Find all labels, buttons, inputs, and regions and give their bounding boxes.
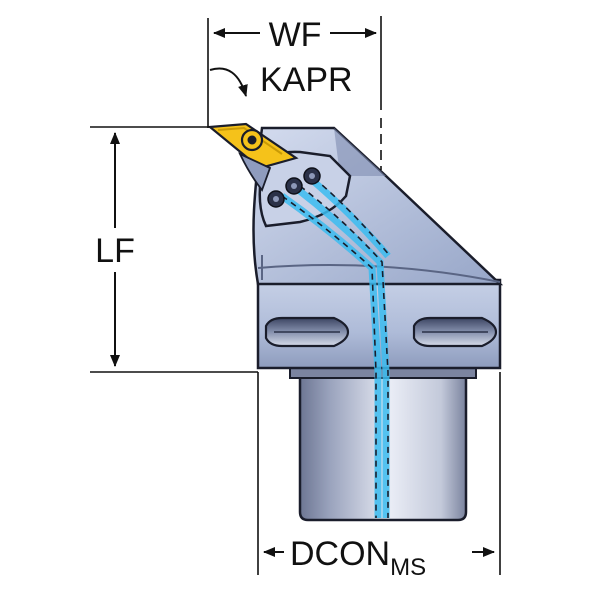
label-dcon-main: DCON: [290, 535, 390, 573]
body-slot-right: [412, 316, 498, 348]
coolant-channels: [279, 177, 391, 518]
cutting-insert-icon: [207, 122, 299, 192]
dimension-kapr: KAPR: [209, 61, 353, 99]
dimension-dcon: DCONMS: [257, 372, 501, 581]
label-kapr: KAPR: [260, 61, 353, 99]
dimension-wf: WF: [207, 16, 377, 128]
body-slot-left: [264, 316, 350, 348]
dimension-lf: LF: [90, 126, 258, 373]
label-dcon: DCONMS: [290, 535, 426, 581]
label-lf: LF: [95, 232, 135, 270]
screw-icon: [267, 167, 321, 208]
label-wf: WF: [269, 16, 322, 54]
label-dcon-sub: MS: [390, 554, 426, 581]
